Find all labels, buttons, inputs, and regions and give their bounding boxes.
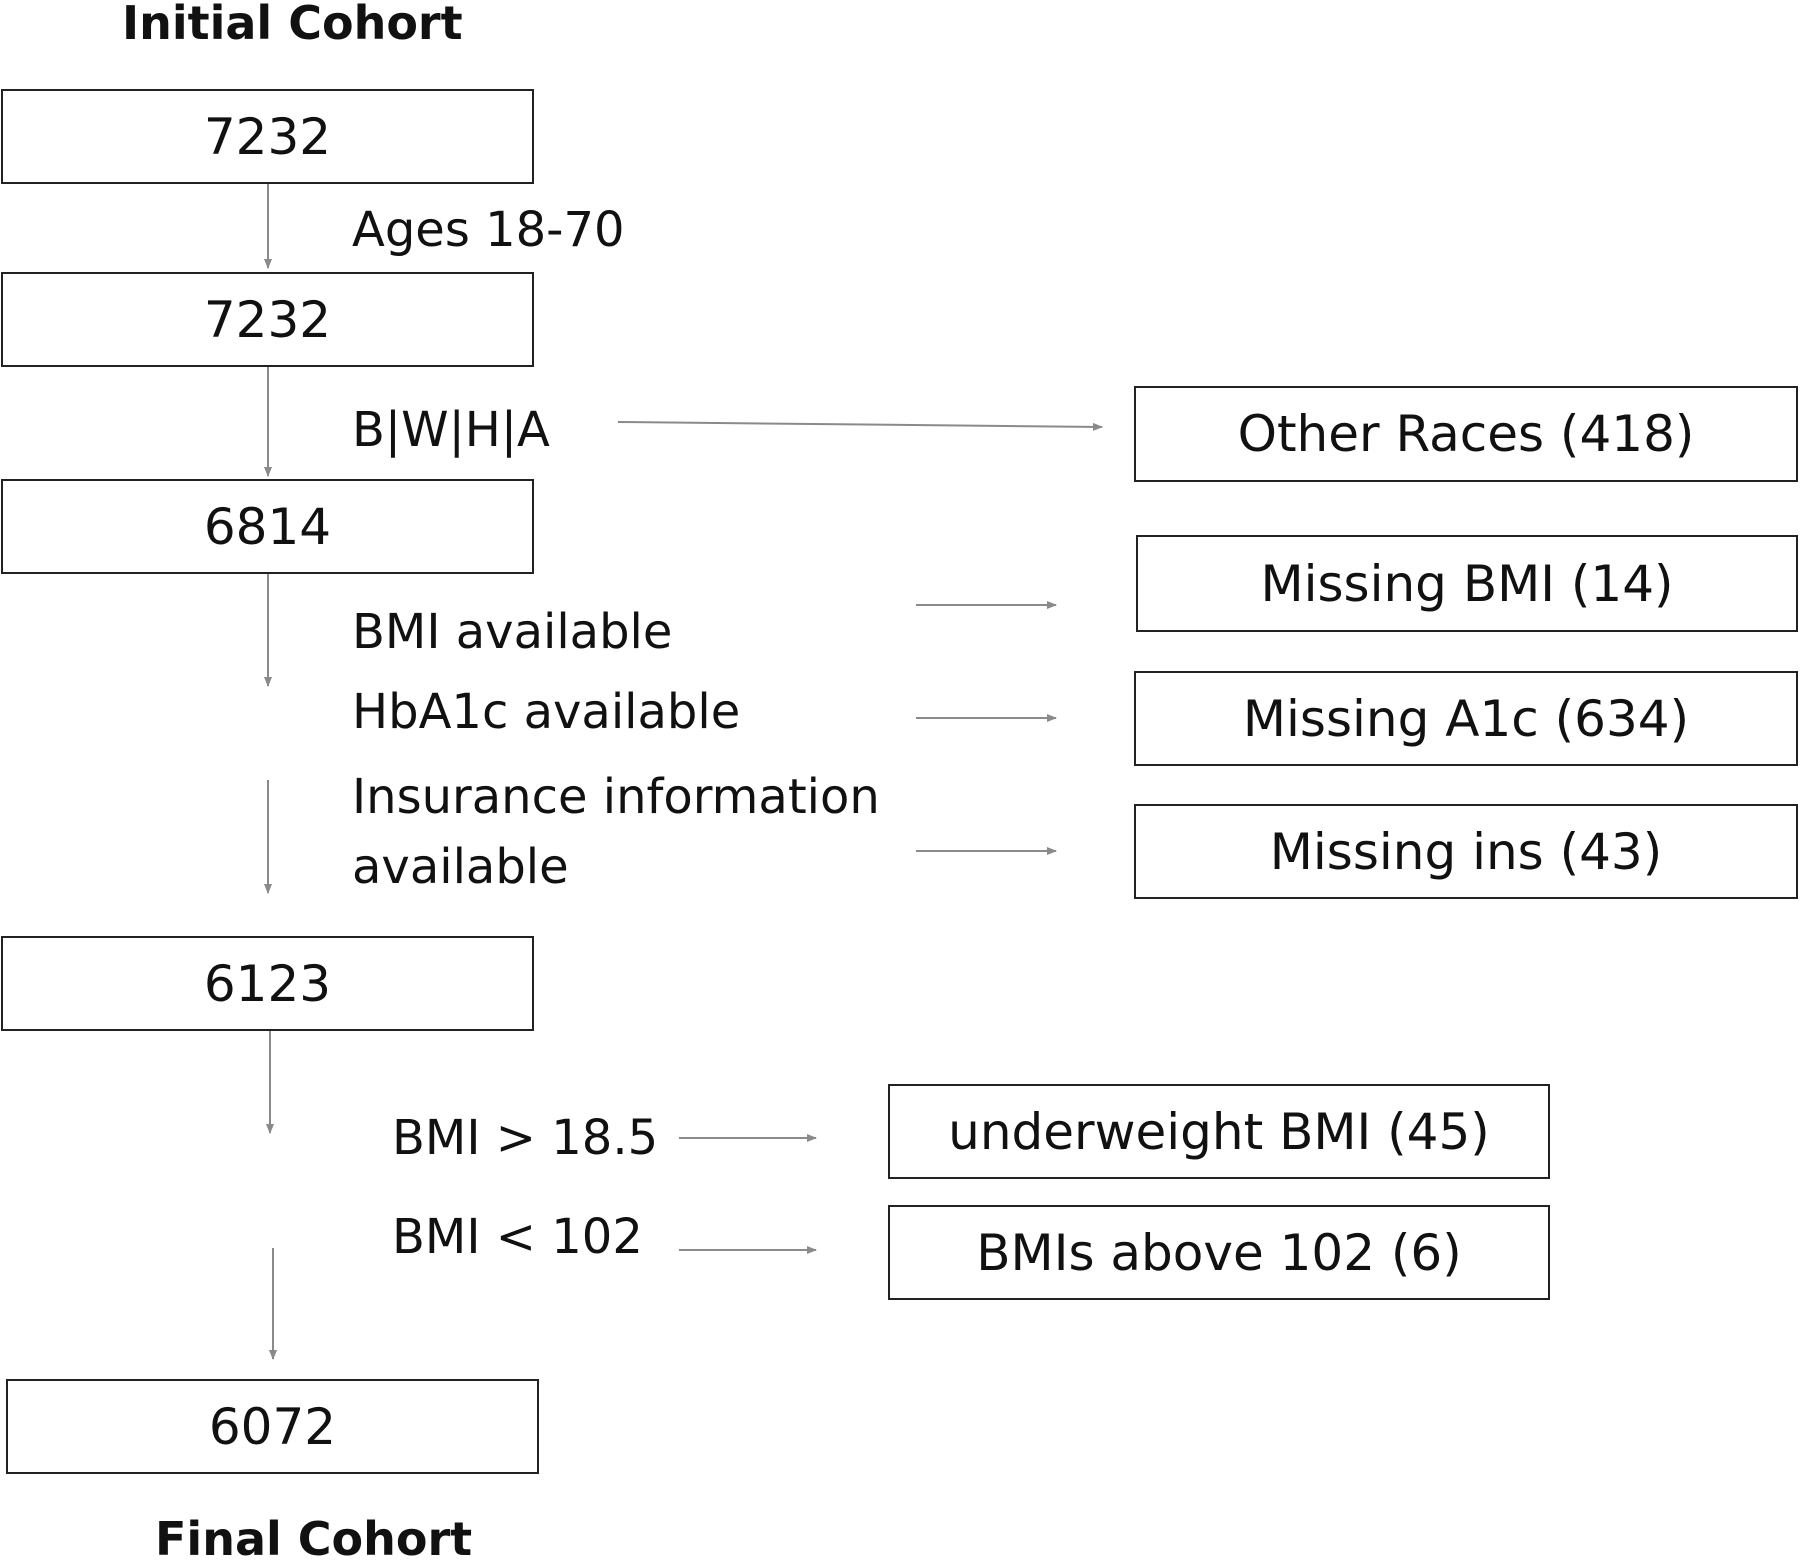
cohort-box-1: 7232 — [1, 89, 534, 184]
criterion-bmi-min: BMI > 18.5 — [392, 1110, 659, 1166]
exclusion-missing-bmi: Missing BMI (14) — [1136, 535, 1798, 632]
arrow-right-other-races — [617, 421, 1103, 431]
exclusion-underweight: underweight BMI (45) — [888, 1084, 1550, 1179]
exclusion-missing-a1c: Missing A1c (634) — [1134, 671, 1798, 766]
cohort-box-final: 6072 — [6, 1379, 539, 1474]
criterion-bmi-max: BMI < 102 — [392, 1209, 643, 1265]
criterion-hba1c-available: HbA1c available — [352, 684, 741, 740]
final-cohort-heading: Final Cohort — [155, 1512, 473, 1566]
criterion-ages: Ages 18-70 — [352, 202, 625, 258]
exclusion-other-races: Other Races (418) — [1134, 386, 1798, 482]
exclusion-missing-ins: Missing ins (43) — [1134, 804, 1798, 899]
criterion-race: B|W|H|A — [352, 402, 550, 458]
cohort-box-4: 6123 — [1, 936, 534, 1031]
criterion-insurance-line1: Insurance information — [352, 769, 880, 825]
exclusion-above-102: BMIs above 102 (6) — [888, 1205, 1550, 1300]
criterion-bmi-available: BMI available — [352, 604, 673, 660]
cohort-box-3: 6814 — [1, 479, 534, 574]
criterion-insurance-line2: available — [352, 839, 569, 895]
cohort-box-2: 7232 — [1, 272, 534, 367]
initial-cohort-heading: Initial Cohort — [122, 0, 463, 50]
